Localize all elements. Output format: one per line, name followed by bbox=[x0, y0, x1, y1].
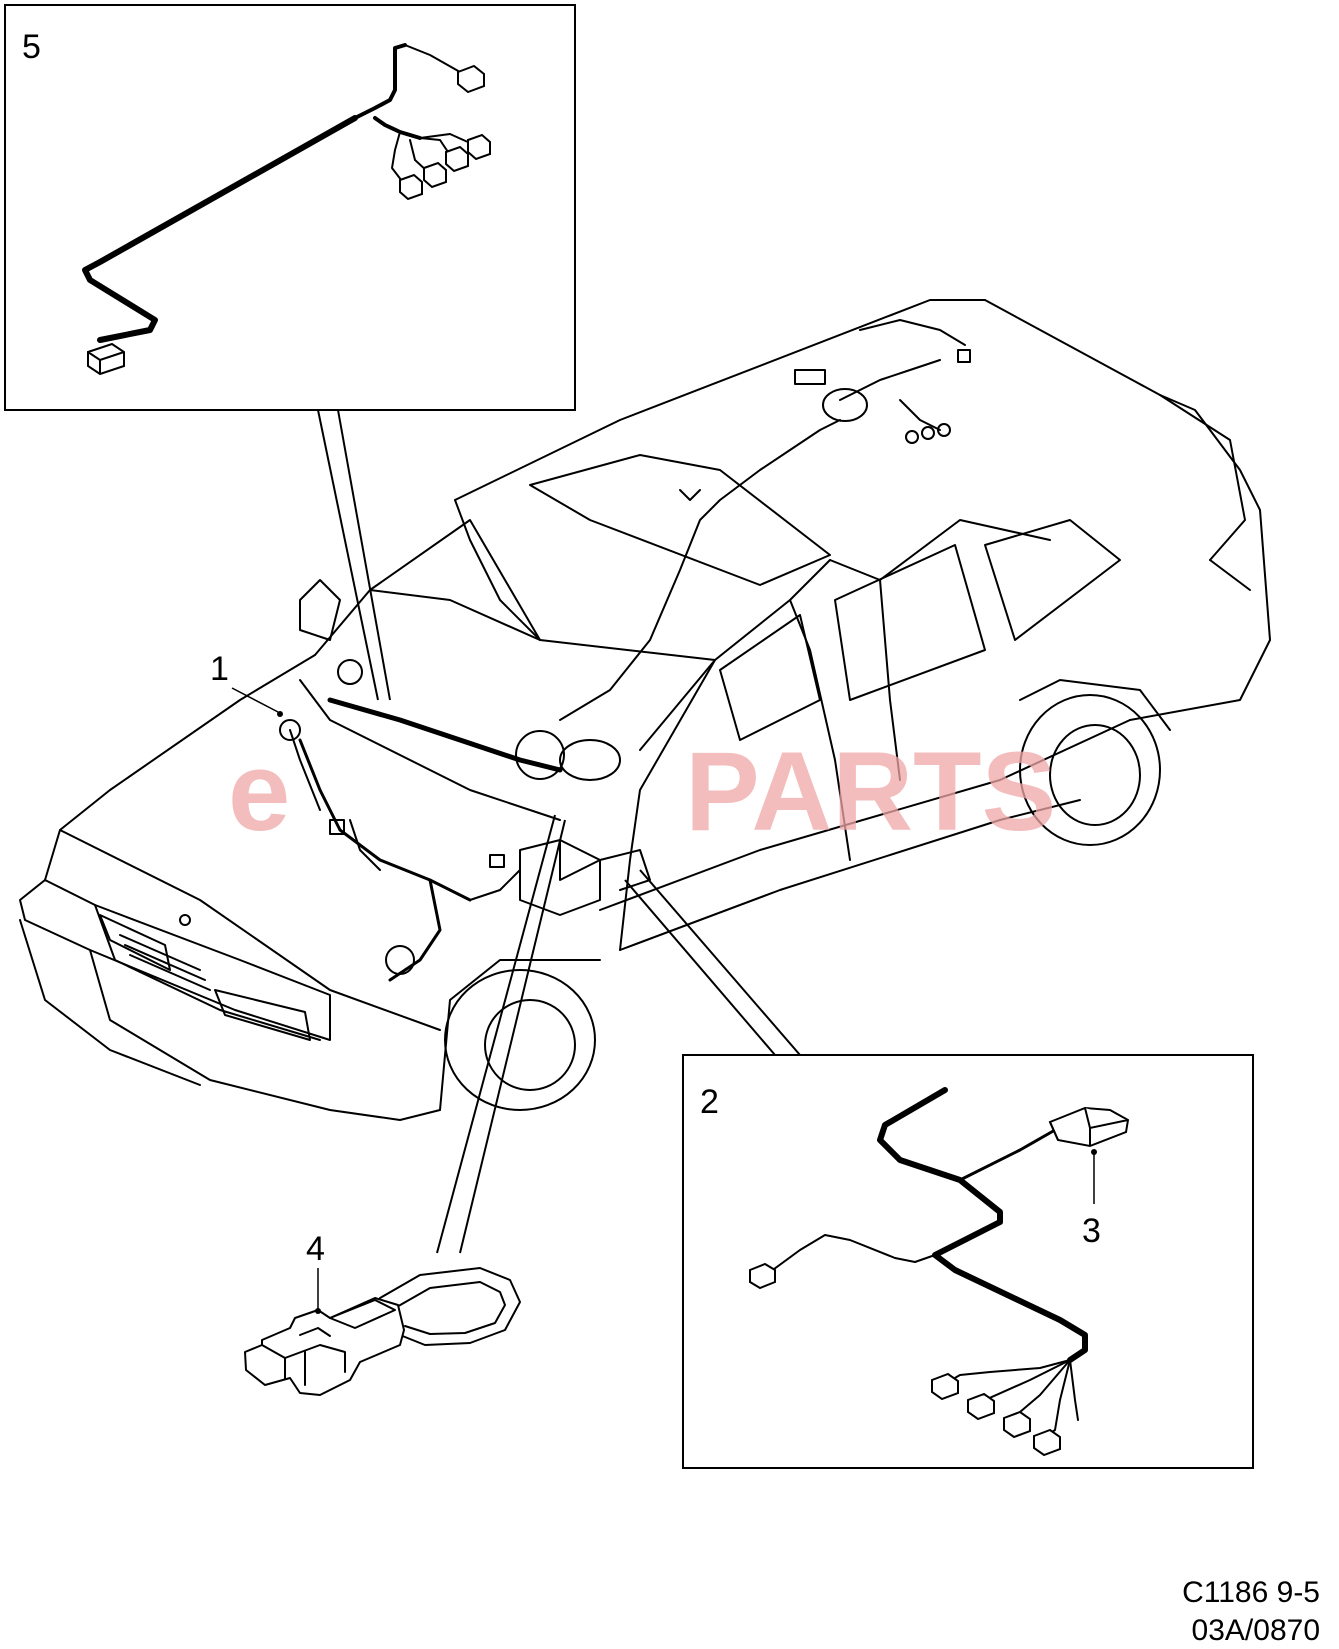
engine-bay-harness bbox=[279, 319, 971, 982]
item-4-leader bbox=[436, 814, 566, 1254]
diagram-code-line-2: 03A/0870 bbox=[1192, 1614, 1320, 1647]
callout-5: 5 bbox=[22, 28, 41, 66]
panel-2-harness bbox=[769, 1087, 1088, 1438]
callout-3: 3 bbox=[1082, 1212, 1101, 1250]
callout-4: 4 bbox=[306, 1230, 325, 1268]
panel-5-connectors bbox=[87, 64, 491, 376]
diagram-code-line-1: C1186 9-5 bbox=[1182, 1576, 1320, 1609]
panel-5-harness bbox=[82, 43, 471, 343]
watermark-parts: PARTS bbox=[685, 729, 1056, 854]
callout-1: 1 bbox=[210, 650, 229, 688]
esaabparts-watermark: e PARTS bbox=[228, 729, 1056, 854]
callout-1-dot bbox=[277, 711, 283, 717]
panel-2-connectors bbox=[749, 1106, 1130, 1457]
car-body bbox=[19, 299, 1271, 1121]
callout-2: 2 bbox=[700, 1083, 719, 1121]
callout-3-dot bbox=[1091, 1149, 1097, 1155]
callout-1-leader bbox=[231, 687, 279, 713]
item-4-connector bbox=[244, 1267, 521, 1396]
callout-4-dot bbox=[315, 1308, 321, 1314]
watermark-e: e bbox=[228, 729, 290, 854]
